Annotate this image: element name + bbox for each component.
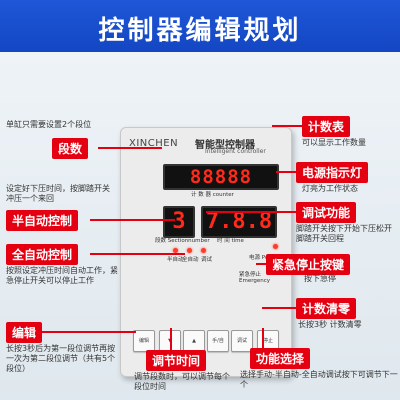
time-label: 调节时间 [146,350,207,371]
segment-display: 3 [163,206,195,238]
time-note: 调节段数时，可以调节每个段位时间 [134,372,230,391]
power-indicator-icon [273,244,278,249]
mode-key[interactable]: 手/自 [207,330,229,352]
product-stage: XINCHEN 智能型控制器 Intelligent controller 88… [0,52,400,400]
edit-note: 长按3秒后为第一段位调节再按一次为第二段位调节（共有5个段位） [6,344,116,373]
power-note: 灯亮为工作状态 [302,184,358,193]
func-label: 功能选择 [250,348,311,369]
model-sub-label: Intelligent controller [205,148,266,155]
counter-note: 可以显示工作数量 [302,138,366,147]
segment-top-note: 单缸只需要设置2个段位 [6,120,92,129]
full-leader [90,253,185,255]
segment-label: 段数 [52,138,89,159]
estop-caption: 紧急停止 Emergency [239,272,271,284]
estop-label: 紧急停止按键 [266,254,351,275]
edit-label: 编辑 [6,322,43,343]
brand-label: XINCHEN [129,138,179,149]
segment-caption: 段数 Sectionnumber [155,238,210,244]
reset-label: 计数清零 [296,298,357,319]
semi-note: 设定好下压时间，按脚踏开关冲压一个来回 [6,184,110,203]
semi-caption: 半自动 [167,257,184,263]
full-auto-indicator-icon [187,248,192,253]
semi-auto-indicator-icon [173,248,178,253]
func-leader [262,328,264,348]
reset-note: 长按3秒 计数清零 [298,320,362,329]
semi-leader [90,219,175,221]
debug-note: 脚踏开关按下开始下压松开脚踏开关回程 [296,224,392,243]
edit-key[interactable]: 编辑 [133,330,155,352]
page-title: 控制器编辑规划 [98,16,302,46]
full-label: 全自动控制 [6,244,79,265]
full-caption: 全自动 [182,257,199,263]
time-caption: 时 间 time [217,238,244,244]
counter-caption: 计 数 器 counter [191,192,234,198]
counter-label: 计数表 [302,116,351,137]
header-banner: 控制器编辑规划 [0,0,400,52]
full-note: 按照设定冲压时间自动工作，紧急停止开关可以停止工作 [6,266,118,285]
controller-device: XINCHEN 智能型控制器 Intelligent controller 88… [120,127,292,377]
power-leader [276,171,296,173]
debug-caption: 调试 [201,257,213,263]
debug-label: 调试功能 [296,202,357,223]
power-label: 电源指示灯 [296,162,369,183]
func-note: 选择手动-半自动-全自动调试按下可调节下一个 [240,370,398,389]
model-label: 智能型控制器 [195,140,255,151]
counter-display: 88888 [163,164,279,190]
estop-note: 按下急停 [304,274,336,283]
power-caption: 电源 Power [249,255,279,261]
estop-leader [256,263,266,265]
edit-leader [42,331,136,333]
segment-leader [98,147,162,149]
debug-leader [206,211,296,213]
debug-indicator-icon [201,248,206,253]
reset-leader [262,307,296,309]
semi-label: 半自动控制 [6,210,79,231]
counter-leader [272,125,302,127]
debug-key[interactable]: 调试 [231,330,253,352]
up-key[interactable]: ▲ [183,330,205,352]
time-leader [170,328,172,350]
